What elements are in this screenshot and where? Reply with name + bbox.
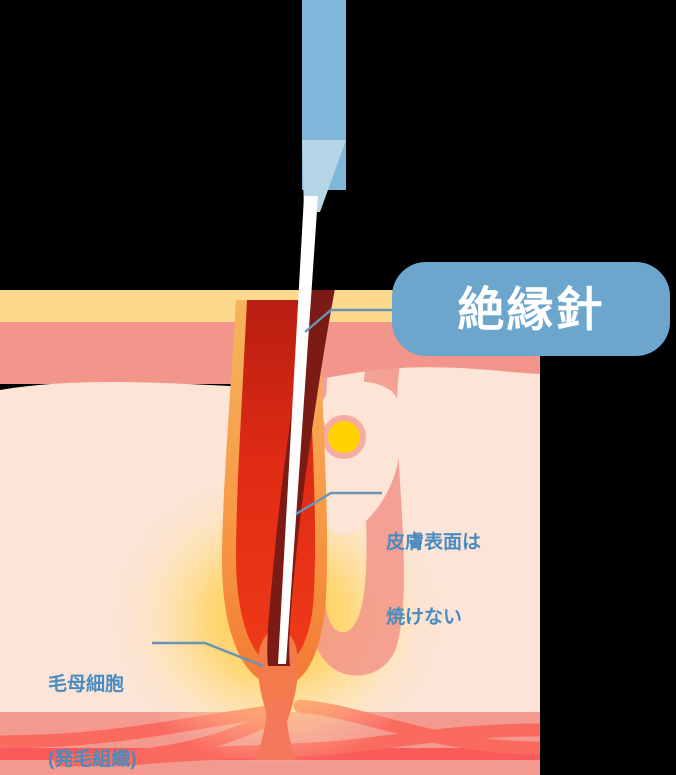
leader-line-skin-surface	[295, 491, 382, 516]
annotation-hair-matrix-line2: (発毛組織)	[48, 749, 137, 771]
leader-line-hair-matrix	[152, 641, 264, 668]
papilla-stalk	[254, 700, 296, 760]
leader-line-insulated-needle	[304, 308, 396, 333]
annotation-skin-surface-line1: 皮膚表面は	[386, 532, 482, 554]
leader-line-group	[152, 308, 396, 668]
insulated-needle-group	[278, 0, 346, 664]
needle-conductive-tip	[278, 196, 318, 664]
needle-taper	[302, 140, 346, 212]
sebaceous-gland	[328, 421, 360, 453]
callout-insulated-needle-label: 絶縁針	[457, 282, 605, 336]
annotation-hair-matrix: 毛母細胞 (発毛組織)	[48, 622, 137, 775]
annotation-skin-surface: 皮膚表面は 焼けない	[386, 480, 481, 681]
annotation-hair-matrix-line1: 毛母細胞	[48, 674, 125, 696]
annotation-skin-surface-line2: 焼けない	[386, 607, 463, 629]
callout-insulated-needle[interactable]: 絶縁針	[392, 262, 670, 356]
